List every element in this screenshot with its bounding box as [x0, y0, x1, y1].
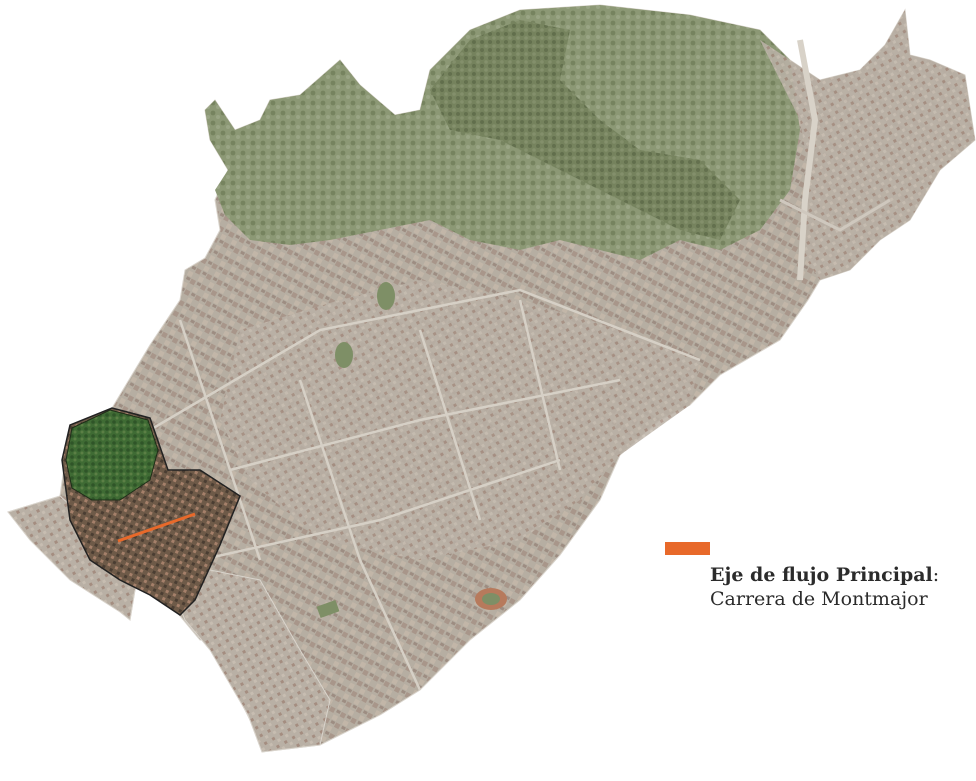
northeast-district [760, 10, 975, 280]
main-flow-axis [117, 512, 196, 543]
rail-corridor [797, 39, 819, 281]
legend-title: Eje de flujo Principal [710, 564, 933, 586]
southern-district [159, 559, 331, 753]
highway [779, 198, 891, 232]
stadium-central [335, 342, 353, 368]
stadium-north [377, 282, 395, 310]
highlighted-hill [65, 409, 159, 501]
forest-ridge [430, 20, 740, 240]
sports-field [316, 599, 340, 619]
legend-title-line: Eje de flujo Principal: [710, 563, 970, 587]
road-network [149, 288, 701, 691]
legend-swatch [665, 542, 710, 555]
legend-separator: : [932, 564, 940, 586]
legend-subtitle: Carrera de Montmajor [710, 588, 928, 610]
map-legend: Eje de flujo Principal: Carrera de Montm… [665, 542, 970, 611]
